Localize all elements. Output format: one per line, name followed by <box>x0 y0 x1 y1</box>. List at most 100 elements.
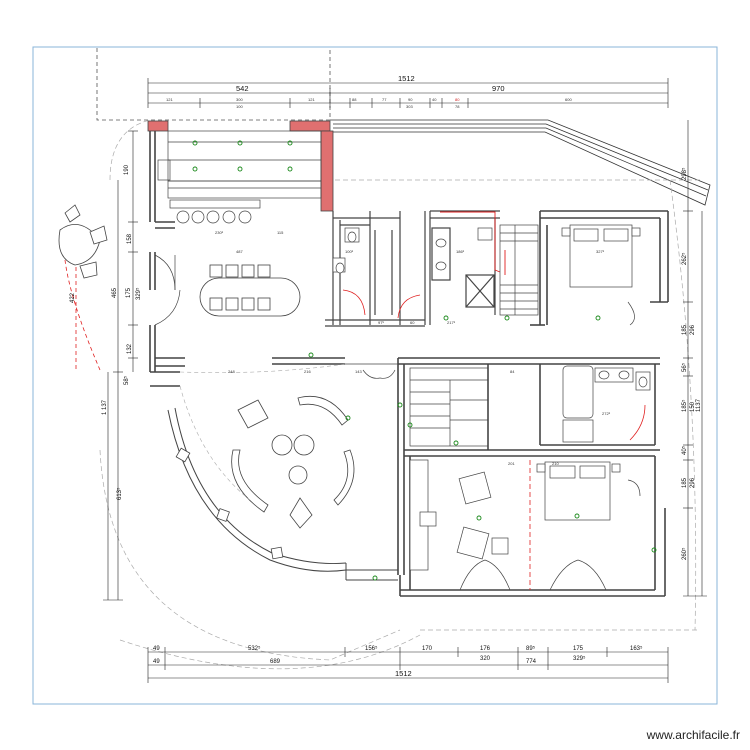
top-dim-970: 970 <box>492 84 505 93</box>
bathroom-2-fixtures <box>562 365 651 443</box>
terrace-wall <box>330 119 711 206</box>
left-dim-58: 58⁵ <box>123 375 130 385</box>
stairs-upper <box>499 224 539 316</box>
right-dim-150: 150 <box>690 401 696 412</box>
bot-dim-532: 532⁵ <box>248 645 261 652</box>
bot-dim-176: 176 <box>480 646 491 652</box>
kitchen-wall-caps <box>147 120 334 212</box>
right-dim-185b: 185⁵ <box>681 399 688 412</box>
property-boundary-top <box>96 48 331 121</box>
survey-markers <box>192 140 657 581</box>
bot-dim-49a: 49 <box>153 646 160 652</box>
wc-fixtures <box>332 227 360 274</box>
left-dim-465: 465 <box>112 287 118 298</box>
top-dim-100: 100 <box>236 104 243 109</box>
bathroom-2-walls <box>539 357 660 446</box>
right-dimensions <box>683 120 707 597</box>
bot-dim-1512: 1512 <box>395 669 412 678</box>
top-dim-88: 88 <box>352 97 357 102</box>
right-dim-56: 56⁵ <box>681 362 688 372</box>
top-dim-90: 90 <box>408 97 413 102</box>
right-dim-185a: 185 <box>682 324 688 335</box>
bot-dim-320: 320 <box>480 656 491 662</box>
bathroom-1-sinks <box>435 227 493 271</box>
top-dim-542: 542 <box>236 84 249 93</box>
room-dim-84: 84 <box>510 369 515 374</box>
kitchen-area <box>157 130 322 209</box>
room-dim-327: 327⁵ <box>596 249 605 254</box>
left-dim-1137: 1 137 <box>102 399 108 415</box>
room-dim-210: 210 <box>552 461 559 466</box>
right-dim-262: 262⁵ <box>681 252 688 265</box>
room-dim-272: 272⁵ <box>602 411 611 416</box>
right-dim-40: 40⁵ <box>681 445 688 455</box>
living-door-arcs <box>345 363 398 379</box>
exterior-walls <box>149 131 540 387</box>
side-chairs <box>175 447 284 560</box>
interior-walls-center <box>397 358 520 575</box>
left-doors <box>154 254 181 326</box>
terrace-dashed <box>99 119 700 670</box>
lower-right-walls <box>399 449 666 597</box>
bot-dim-156: 156⁵ <box>365 645 378 652</box>
room-dim-248: 248 <box>228 369 235 374</box>
top-dim-300: 300 <box>236 97 243 102</box>
left-dim-158: 158 <box>127 233 133 244</box>
right-dim-185c: 185 <box>682 477 688 488</box>
right-dim-260: 260⁵ <box>681 547 688 560</box>
top-dimensions <box>147 78 669 108</box>
top-dim-121b: 121 <box>308 97 315 102</box>
left-dim-175: 175 <box>126 287 132 298</box>
bed-1 <box>561 224 641 288</box>
living-dashed <box>179 363 346 501</box>
bottom-dimensions <box>147 647 669 683</box>
top-dim-78: 78 <box>455 104 460 109</box>
bot-dim-170: 170 <box>422 646 433 652</box>
left-dim-422: 422 <box>70 292 76 303</box>
room-dim-186: 186⁵ <box>456 249 465 254</box>
left-dim-132: 132 <box>127 343 133 354</box>
room-dim-97: 97⁵ <box>378 320 384 325</box>
watermark: www.archifacile.fr <box>646 728 740 742</box>
bedroom-1-doors <box>627 301 635 326</box>
bot-dim-774: 774 <box>526 659 537 665</box>
top-dim-77: 77 <box>382 97 387 102</box>
room-dim-115: 115 <box>277 230 284 235</box>
room-dim-230: 230⁵ <box>215 230 224 235</box>
round-living-area <box>167 407 398 581</box>
bedroom-1-walls <box>530 210 669 326</box>
bar-stools <box>176 210 252 224</box>
room-dim-201: 201 <box>508 461 515 466</box>
stairs-center <box>409 367 489 447</box>
top-dim-121a: 121 <box>166 97 173 102</box>
left-dim-329: 329⁵ <box>135 287 142 300</box>
top-dim-1512: 1512 <box>398 74 415 83</box>
bathroom-1-red-line <box>440 211 501 273</box>
wc-block <box>325 211 431 327</box>
left-dimensions <box>103 130 138 601</box>
bot-dim-689: 689 <box>270 659 281 665</box>
bed-2 <box>536 461 621 521</box>
room-dim-217: 217⁵ <box>447 320 456 325</box>
top-dim-80: 80 <box>455 97 460 102</box>
coffee-table <box>237 399 315 529</box>
left-dim-613: 613⁵ <box>116 487 123 500</box>
office-furniture <box>409 459 509 571</box>
plan-frame <box>32 46 718 705</box>
bot-dim-89: 89⁵ <box>526 645 536 652</box>
top-dim-40: 40 <box>432 97 437 102</box>
bedroom-2-doors <box>459 479 641 591</box>
bathroom-2-door <box>629 404 646 441</box>
bot-dim-49b: 49 <box>153 659 160 665</box>
left-dim-190: 190 <box>124 164 130 175</box>
bot-dim-163: 163⁵ <box>630 645 643 652</box>
room-dim-60: 60 <box>410 320 415 325</box>
bot-dim-329: 329⁵ <box>573 655 586 662</box>
dining-table <box>199 264 301 317</box>
room-dim-216: 216 <box>304 369 311 374</box>
top-dim-303: 303 <box>406 104 413 109</box>
right-dim-298: 298⁵ <box>681 167 688 180</box>
right-dim-296a: 296 <box>690 324 696 335</box>
wc-doors <box>342 289 421 319</box>
